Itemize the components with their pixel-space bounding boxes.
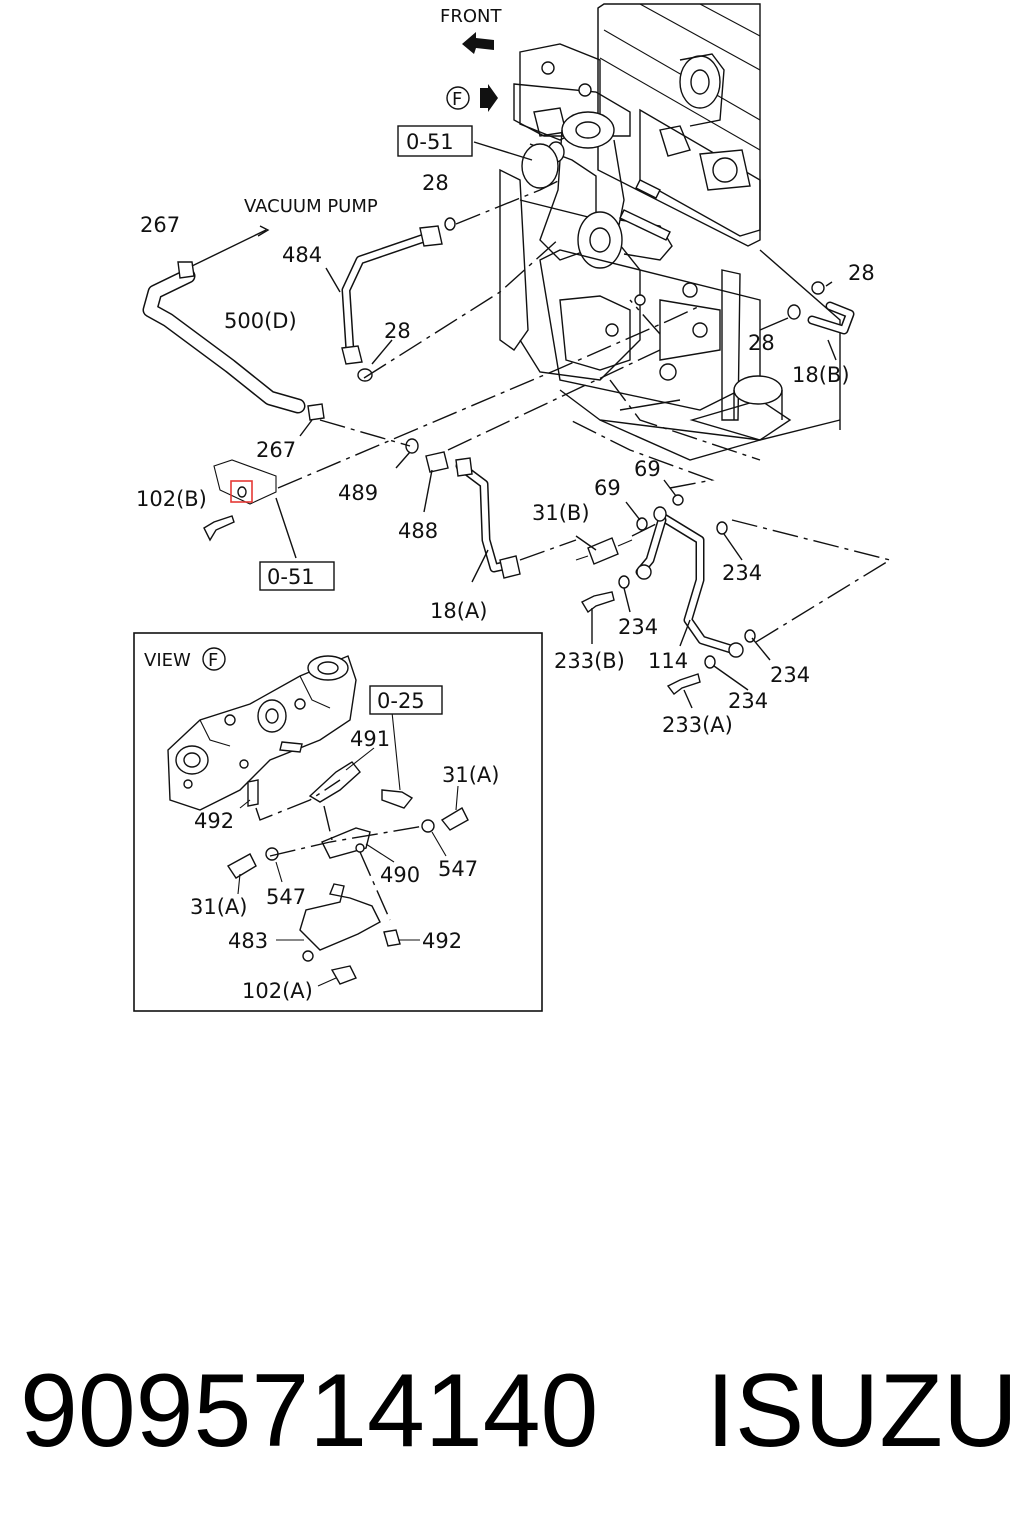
callout-492-a: 492 <box>194 809 234 833</box>
callout-233a: 233(A) <box>662 713 733 737</box>
bracket-490 <box>321 827 371 859</box>
callout-233b: 233(B) <box>554 649 625 673</box>
inset-ref-box <box>369 685 443 715</box>
engine-block <box>499 3 841 461</box>
callout-483: 483 <box>228 929 268 953</box>
callout-31b: 31(B) <box>532 501 590 525</box>
callout-234-c: 234 <box>728 689 768 713</box>
vacuum-pump-label: VACUUM PUMP <box>244 196 378 217</box>
callout-547-right: 547 <box>438 857 478 881</box>
callout-500d: 500(D) <box>224 309 297 333</box>
callout-234-d: 234 <box>770 663 810 687</box>
inset-title: VIEW <box>144 650 191 671</box>
bracket-491 <box>308 761 361 803</box>
ref-label-left: 0-51 <box>267 565 315 589</box>
ref-box-top <box>397 125 473 157</box>
view-f-inset: VIEW F <box>133 632 543 1012</box>
callouts: 0-51 VACUUM PUMP 267 28 484 500(D) 28 28… <box>136 125 875 737</box>
view-f-indicator: F <box>446 84 498 112</box>
callout-102a: 102(A) <box>242 979 313 1003</box>
fittings <box>177 217 825 695</box>
brand-name: ISUZU <box>706 1353 1018 1469</box>
inset-frame <box>133 632 543 1012</box>
view-marker-letter: F <box>452 89 462 110</box>
inset-manifold <box>167 655 357 811</box>
inset-marker: F <box>208 650 218 671</box>
callout-31a-right: 31(A) <box>442 763 499 787</box>
callout-102b: 102(B) <box>136 487 207 511</box>
pipe-18a <box>455 461 517 573</box>
pipe-484 <box>341 231 435 357</box>
callout-18a: 18(A) <box>430 599 487 623</box>
callout-28-c: 28 <box>748 331 775 355</box>
callout-234-a: 234 <box>722 561 762 585</box>
ref-label-top: 0-51 <box>406 130 454 154</box>
callout-28-d: 28 <box>848 261 875 285</box>
front-label: FRONT <box>440 6 502 27</box>
ref-box-left <box>259 561 335 591</box>
pipe-18b <box>807 301 855 335</box>
inset-ref-label: 0-25 <box>377 689 425 713</box>
part-number: 9095714140 <box>20 1353 598 1469</box>
callout-484: 484 <box>282 243 322 267</box>
leader-lines <box>191 141 892 709</box>
front-arrow-icon <box>462 32 494 54</box>
callout-28-b: 28 <box>384 319 411 343</box>
callout-114: 114 <box>648 649 688 673</box>
callout-488: 488 <box>398 519 438 543</box>
bracket-483 <box>299 883 381 951</box>
callout-489: 489 <box>338 481 378 505</box>
callout-69-a: 69 <box>594 476 621 500</box>
vacuum-hose-500d <box>142 268 306 414</box>
callout-267-mid: 267 <box>256 438 296 462</box>
callout-69-b: 69 <box>634 457 661 481</box>
callout-234-b: 234 <box>618 615 658 639</box>
callout-28-a: 28 <box>422 171 449 195</box>
callout-490: 490 <box>380 863 420 887</box>
callout-547-left: 547 <box>266 885 306 909</box>
front-indicator: FRONT <box>440 6 502 54</box>
callout-491: 491 <box>350 727 390 751</box>
callout-267-top: 267 <box>140 213 180 237</box>
callout-492-b: 492 <box>422 929 462 953</box>
callout-18b: 18(B) <box>792 363 850 387</box>
view-arrow-icon <box>480 84 498 112</box>
callout-31a-left: 31(A) <box>190 895 247 919</box>
